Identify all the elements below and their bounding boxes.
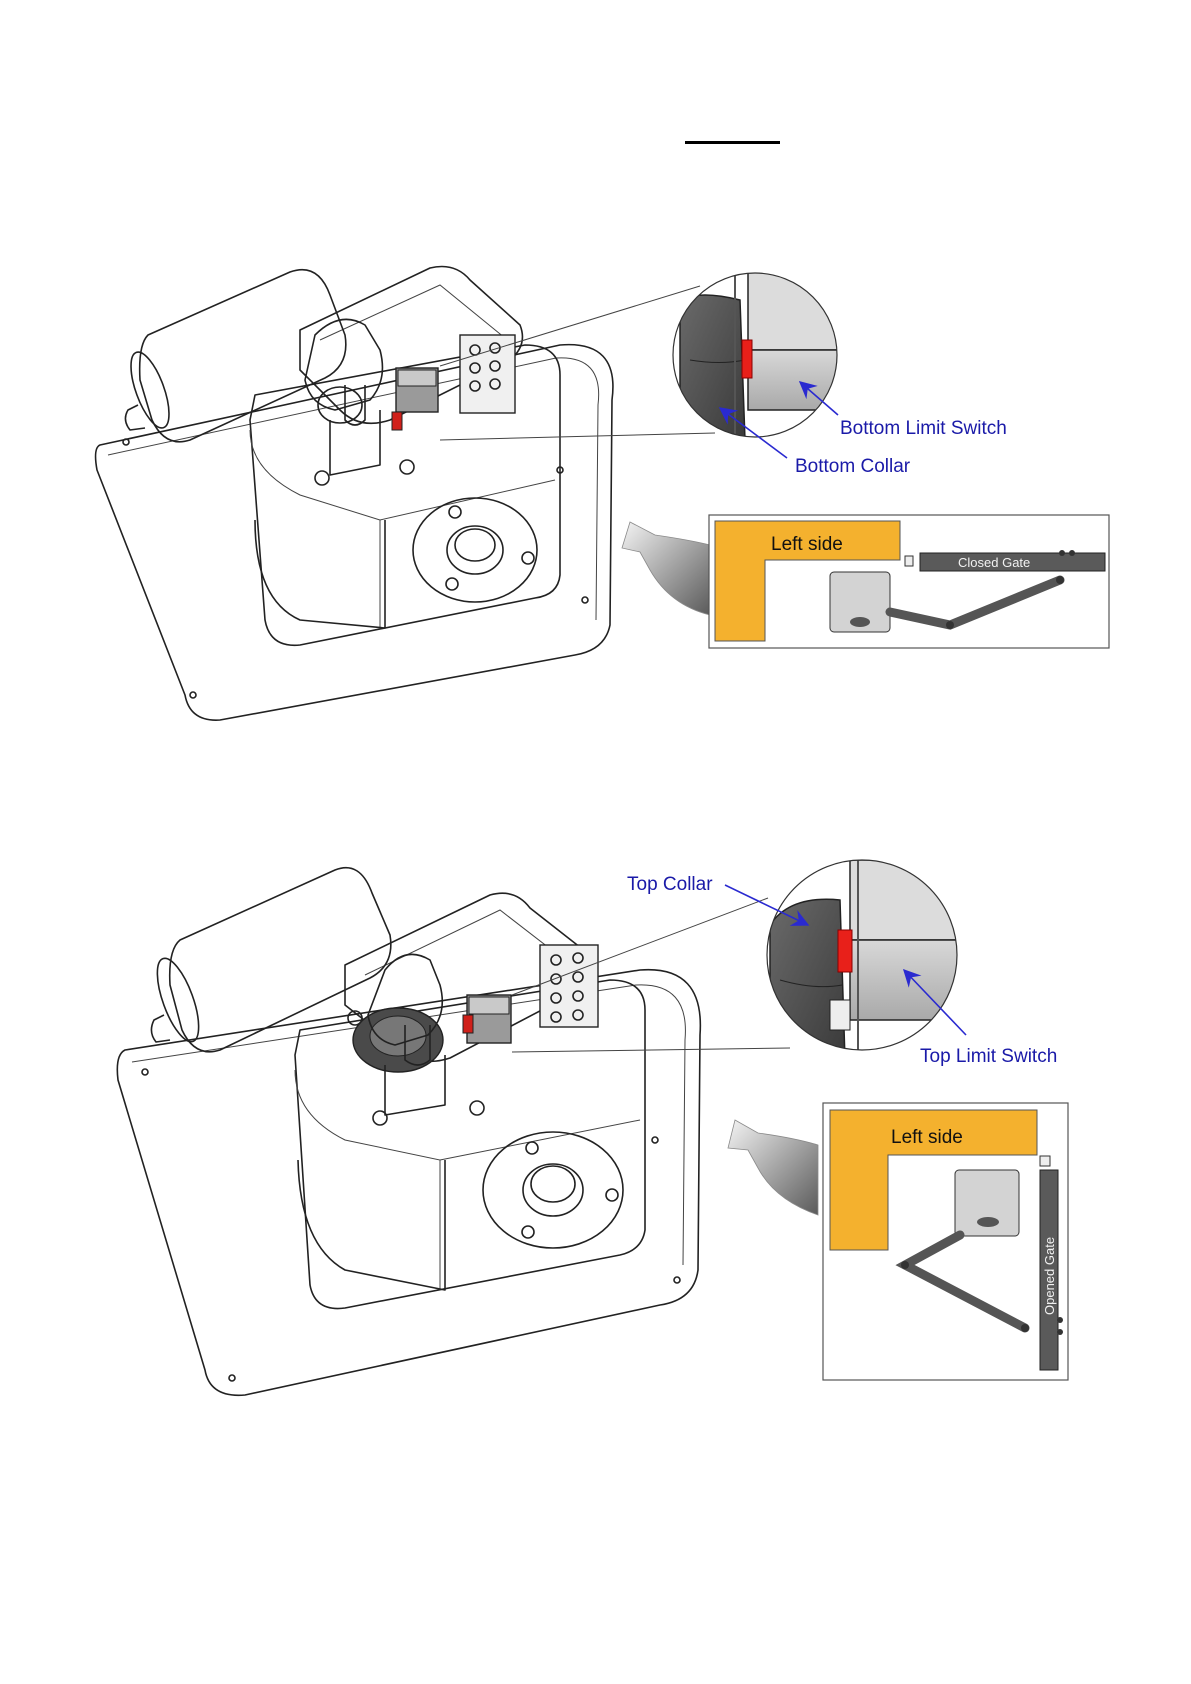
callout-bottom-collar: Bottom Collar [795, 456, 911, 477]
detail-magnifier [673, 270, 843, 440]
callout-top-limit-switch: Top Limit Switch [920, 1046, 1057, 1067]
callout-top-collar: Top Collar [627, 874, 713, 895]
inset-side-label: Left side [771, 534, 843, 555]
curved-arrow-icon [622, 522, 710, 615]
gate-position-inset-opened: Left side Opened Gate [823, 1103, 1068, 1380]
detail-magnifier-2 [767, 860, 960, 1060]
curved-arrow-icon-2 [728, 1120, 818, 1215]
motor-unit-drawing [96, 267, 613, 721]
inset-side-label-2: Left side [891, 1127, 963, 1148]
inset-gate-label-2: Opened Gate [1042, 1237, 1057, 1315]
callout-bottom-limit-switch: Bottom Limit Switch [840, 418, 1007, 439]
motor-unit-drawing-2 [117, 868, 700, 1396]
inset-gate-label: Closed Gate [958, 555, 1030, 570]
gate-position-inset-closed: Left side Closed Gate [709, 515, 1109, 648]
